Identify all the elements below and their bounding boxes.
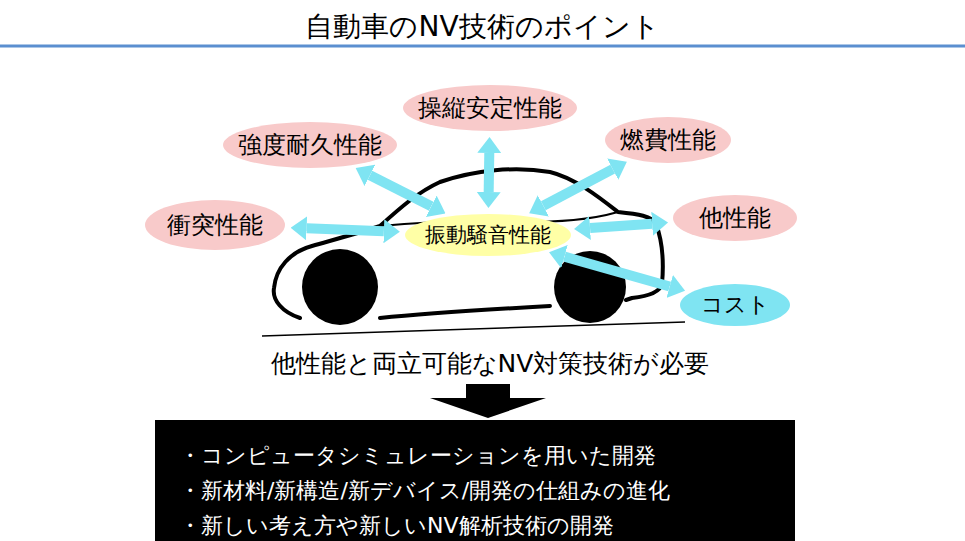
ground-line — [262, 322, 685, 336]
bullet-line: ・コンピュータシミュレーションを用いた開発 — [179, 438, 771, 473]
node-label: 他性能 — [699, 202, 771, 234]
node-label: 操縦安定性能 — [418, 92, 562, 124]
double-arrow — [370, 175, 431, 206]
measure-box: ・コンピュータシミュレーションを用いた開発・新材料/新構造/新デバイス/開発の仕… — [155, 420, 795, 541]
bullet-line: ・新しい考え方や新しいNV解析技術の開発 — [179, 508, 771, 541]
double-arrow — [484, 153, 495, 192]
front-wheel — [302, 249, 378, 325]
ellipse-fill — [403, 85, 577, 131]
cost-ellipse: コスト — [680, 284, 790, 326]
bullet-line: ・新材料/新構造/新デバイス/開発の仕組みの進化 — [179, 473, 771, 508]
performance-ellipse: 燃費性能 — [605, 117, 731, 163]
double-arrow — [590, 224, 652, 228]
ellipse-fill — [223, 122, 397, 168]
node-label: 燃費性能 — [620, 124, 716, 156]
double-arrow — [564, 257, 669, 287]
performance-ellipse: 他性能 — [673, 195, 797, 241]
note-text: 他性能と両立可能なNV対策技術が必要 — [271, 347, 710, 380]
ellipse-fill — [405, 214, 571, 256]
node-label: 強度耐久性能 — [238, 129, 382, 161]
ellipse-fill — [145, 200, 285, 250]
node-label: コスト — [701, 290, 770, 320]
performance-ellipse: 操縦安定性能 — [403, 85, 577, 131]
ellipse-fill — [673, 195, 797, 241]
double-arrow — [307, 228, 384, 231]
center-ellipse: 振動騒音性能 — [405, 214, 571, 256]
title: 自動車のNV技術のポイント — [0, 8, 965, 46]
ellipse-fill — [680, 284, 790, 326]
down-arrow — [430, 384, 546, 418]
performance-ellipse: 強度耐久性能 — [223, 122, 397, 168]
performance-ellipse: 衝突性能 — [145, 200, 285, 250]
ellipse-fill — [605, 117, 731, 163]
node-label: 衝突性能 — [167, 209, 263, 241]
node-label: 振動騒音性能 — [425, 221, 551, 249]
double-arrow — [543, 169, 612, 206]
title-rule — [0, 45, 965, 48]
